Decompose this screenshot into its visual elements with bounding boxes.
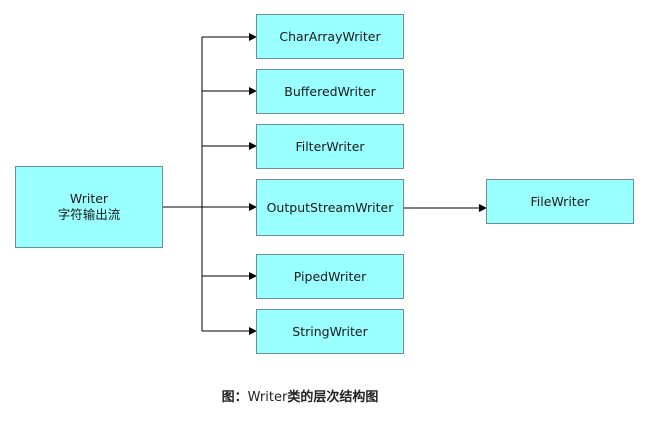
pipedwriter-label: PipedWriter (293, 268, 367, 284)
chararraywriter-label: CharArrayWriter (279, 28, 381, 44)
caption-prefix: 图： (221, 390, 248, 405)
bufferedwriter-node: BufferedWriter (256, 69, 404, 114)
pipedwriter-node: PipedWriter (256, 254, 404, 299)
filterwriter-node: FilterWriter (256, 124, 404, 169)
filewriter-label: FileWriter (530, 193, 590, 209)
writer-root-sublabel: 字符输出流 (57, 207, 121, 222)
writer-root-label: Writer (69, 191, 109, 206)
filterwriter-label: FilterWriter (295, 138, 365, 154)
outputstreamwriter-node: OutputStreamWriter (256, 179, 404, 236)
stringwriter-node: StringWriter (256, 309, 404, 354)
stringwriter-label: StringWriter (292, 323, 368, 339)
chararraywriter-node: CharArrayWriter (256, 14, 404, 59)
bufferedwriter-label: BufferedWriter (284, 83, 376, 99)
writer-root-node: Writer 字符输出流 (15, 166, 163, 248)
figure-caption: 图：Writer类的层次结构图 (0, 386, 600, 405)
caption-class-name: Writer (247, 390, 288, 405)
outputstreamwriter-label: OutputStreamWriter (266, 199, 394, 215)
caption-suffix: 类的层次结构图 (287, 390, 379, 405)
filewriter-node: FileWriter (486, 179, 634, 224)
